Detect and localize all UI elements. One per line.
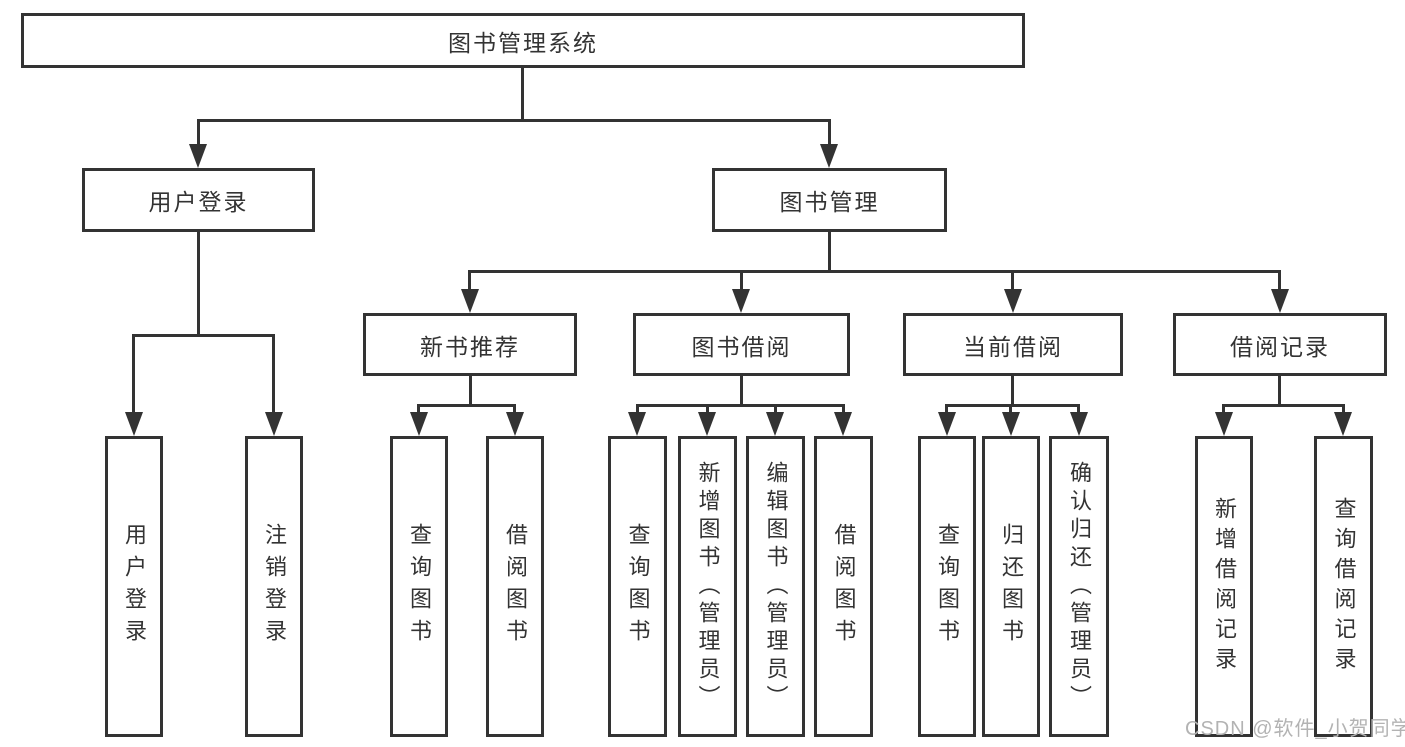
node-current-borrowing: 当前借阅: [903, 313, 1123, 376]
connector-drop-e1: [1222, 404, 1225, 414]
leaf-query-books-current: 查询图书: [918, 436, 976, 737]
leaf-edit-books-admin: 编辑图书（管理员）: [746, 436, 805, 737]
leaf-query-books-recommend: 查询图书: [390, 436, 448, 737]
node-new-book-recommendation: 新书推荐: [363, 313, 577, 376]
arrowhead-book-management: [820, 144, 838, 168]
connector-root-stem: [521, 68, 524, 122]
node-borrowing-records: 借阅记录: [1173, 313, 1387, 376]
connector-root-branch: [197, 119, 831, 122]
connector-drop-book-management: [828, 119, 831, 148]
leaf-logout: 注销登录: [245, 436, 303, 737]
connector-drop-c1: [636, 404, 639, 414]
arrowhead-c2: [698, 412, 716, 436]
arrowhead-leaf-user-login: [125, 412, 143, 436]
connector-drop-b1: [417, 404, 420, 414]
csdn-watermark: CSDN @软件_小贺同学: [1185, 718, 1405, 740]
arrowhead-d2: [1002, 412, 1020, 436]
arrowhead-user-login: [189, 144, 207, 168]
connector-drop-c3: [774, 404, 777, 414]
arrowhead-c1: [628, 412, 646, 436]
connector-drop-new-book: [468, 270, 471, 290]
arrowhead-current-borrowing: [1004, 289, 1022, 313]
arrowhead-d3: [1070, 412, 1088, 436]
leaf-borrow-books-recommend: 借阅图书: [486, 436, 544, 737]
leaf-user-login: 用户登录: [105, 436, 163, 737]
connector-drop-e2: [1342, 404, 1345, 414]
arrowhead-d1: [938, 412, 956, 436]
connector-borrowing-stem: [740, 376, 743, 407]
connector-records-stem: [1278, 376, 1281, 407]
connector-user-login-stem: [197, 232, 200, 337]
leaf-confirm-return-admin: 确认归还（管理员）: [1049, 436, 1109, 737]
connector-drop-c2: [706, 404, 709, 414]
connector-new-book-branch: [417, 404, 516, 407]
node-user-login: 用户登录: [82, 168, 315, 232]
connector-current-branch: [945, 404, 1080, 407]
connector-drop-d2: [1009, 404, 1012, 414]
connector-new-book-stem: [469, 376, 472, 407]
leaf-query-borrow-record: 查询借阅记录: [1314, 436, 1373, 737]
connector-user-login-branch: [132, 334, 275, 337]
leaf-add-books-admin: 新增图书（管理员）: [678, 436, 737, 737]
arrowhead-e2: [1334, 412, 1352, 436]
connector-book-mgmt-branch: [468, 270, 1281, 273]
node-book-management: 图书管理: [712, 168, 947, 232]
node-book-borrowing: 图书借阅: [633, 313, 850, 376]
arrowhead-b2: [506, 412, 524, 436]
connector-drop-user-login: [197, 119, 200, 148]
arrowhead-e1: [1215, 412, 1233, 436]
connector-drop-d3: [1077, 404, 1080, 414]
connector-drop-current-borrowing: [1011, 270, 1014, 290]
connector-borrowing-branch: [636, 404, 845, 407]
leaf-return-books: 归还图书: [982, 436, 1040, 737]
leaf-add-borrow-record: 新增借阅记录: [1195, 436, 1253, 737]
arrowhead-c4: [834, 412, 852, 436]
connector-current-stem: [1011, 376, 1014, 407]
connector-records-branch: [1222, 404, 1345, 407]
connector-drop-c4: [842, 404, 845, 414]
connector-drop-leaf-logout: [272, 334, 275, 414]
connector-drop-d1: [945, 404, 948, 414]
leaf-borrow-books: 借阅图书: [814, 436, 873, 737]
arrowhead-leaf-logout: [265, 412, 283, 436]
connector-drop-borrowing-records: [1278, 270, 1281, 290]
arrowhead-borrowing-records: [1271, 289, 1289, 313]
connector-drop-book-borrowing: [740, 270, 743, 290]
arrowhead-c3: [766, 412, 784, 436]
arrowhead-book-borrowing: [732, 289, 750, 313]
connector-book-mgmt-stem: [828, 232, 831, 272]
arrowhead-b1: [410, 412, 428, 436]
arrowhead-new-book: [461, 289, 479, 313]
node-root: 图书管理系统: [21, 13, 1025, 68]
leaf-query-books-borrowing: 查询图书: [608, 436, 667, 737]
connector-drop-b2: [513, 404, 516, 414]
connector-drop-leaf-user-login: [132, 334, 135, 414]
